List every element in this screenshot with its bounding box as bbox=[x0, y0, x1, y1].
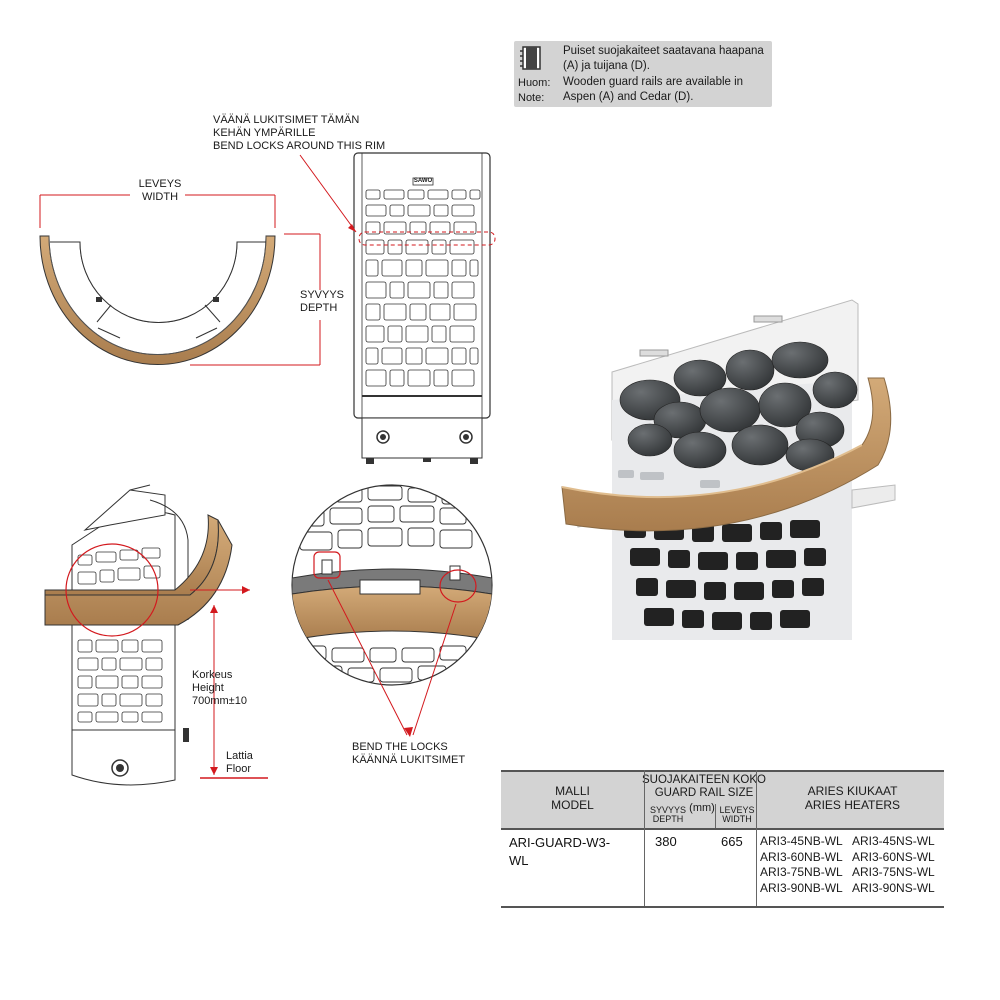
height-label: Korkeus Height 700mm±10 bbox=[192, 669, 247, 707]
header-size: SUOJAKAITEEN KOKO GUARD RAIL SIZE bbox=[642, 774, 766, 799]
bend-locks-label: BEND THE LOCKS KÄÄNNÄ LUKITSIMET bbox=[352, 741, 466, 766]
heater-model: ARI3-90NS-WL bbox=[852, 880, 935, 895]
bend-rim-label: VÄÄNÄ LUKITSIMET TÄMÄN KEHÄN YMPÄRILLE B… bbox=[213, 114, 386, 152]
divider bbox=[756, 770, 757, 907]
spec-table: MALLI MODEL SUOJAKAITEEN KOKO GUARD RAIL… bbox=[501, 770, 944, 908]
heater-model: ARI3-60NB-WL bbox=[760, 849, 843, 864]
divider bbox=[644, 770, 645, 907]
floor-label: Lattia Floor bbox=[226, 750, 253, 775]
heater-list: ARI3-45NB-WL ARI3-45NS-WL ARI3-60NB-WL A… bbox=[760, 834, 944, 896]
list-item: ARI3-90NB-WL ARI3-90NS-WL bbox=[760, 881, 944, 897]
heater-model: ARI3-90NB-WL bbox=[760, 880, 843, 895]
header-width: LEVEYS WIDTH bbox=[719, 805, 755, 824]
header-depth: SYVYYS DEPTH bbox=[649, 805, 687, 824]
list-item: ARI3-60NB-WL ARI3-60NS-WL bbox=[760, 850, 944, 866]
row-model: ARI-GUARD-W3- WL bbox=[509, 835, 611, 868]
front-view-drawing bbox=[299, 152, 496, 464]
header-mm: (mm) bbox=[689, 802, 715, 814]
table-header: MALLI MODEL SUOJAKAITEEN KOKO GUARD RAIL… bbox=[501, 770, 944, 830]
product-photo bbox=[561, 299, 896, 640]
heater-logo: SAWO bbox=[413, 178, 433, 184]
heater-model: ARI3-75NS-WL bbox=[852, 865, 935, 879]
heater-model: ARI3-45NB-WL bbox=[760, 834, 843, 848]
list-item: ARI3-45NB-WL ARI3-45NS-WL bbox=[760, 834, 944, 850]
note-box: Huom: Note: Puiset suojakaiteet saatavan… bbox=[514, 41, 772, 107]
note-label: Huom: Note: bbox=[518, 77, 551, 104]
depth-label: SYVYYS DEPTH bbox=[300, 289, 345, 314]
row-depth: 380 bbox=[655, 834, 677, 849]
side-view-drawing bbox=[44, 484, 268, 786]
heater-model: ARI3-60NS-WL bbox=[852, 849, 935, 864]
header-model: MALLI MODEL bbox=[551, 784, 594, 812]
table-bottom-rule bbox=[501, 906, 944, 908]
row-width: 665 bbox=[721, 834, 743, 849]
heater-model: ARI3-75NB-WL bbox=[760, 865, 843, 879]
note-text-en: Wooden guard rails are available in Aspe… bbox=[563, 76, 744, 103]
header-heaters: ARIES KIUKAAT ARIES HEATERS bbox=[804, 784, 901, 812]
top-view-drawing bbox=[39, 194, 321, 366]
heater-model: ARI3-45NS-WL bbox=[852, 834, 935, 848]
divider bbox=[715, 804, 716, 828]
note-text-fi: Puiset suojakaiteet saatavana haapana (A… bbox=[563, 45, 764, 72]
detail-view-drawing bbox=[291, 484, 493, 737]
book-icon bbox=[520, 46, 541, 70]
width-label: LEVEYS WIDTH bbox=[138, 178, 182, 203]
list-item: ARI3-75NB-WL ARI3-75NS-WL bbox=[760, 865, 944, 881]
